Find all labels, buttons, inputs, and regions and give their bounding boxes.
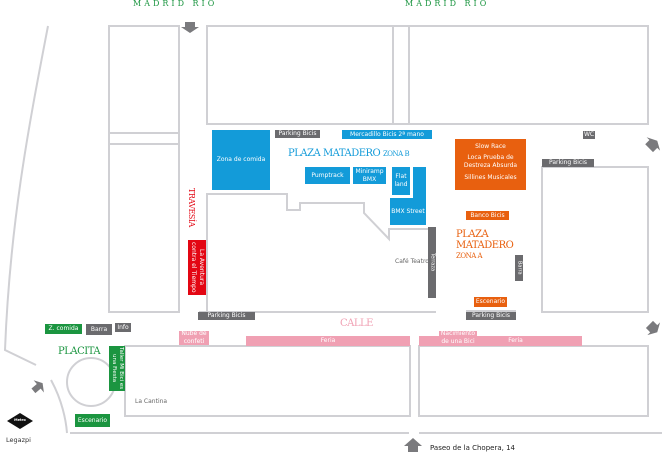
mercadillo: Mercadillo Bicis 2ª mano xyxy=(342,130,432,139)
slow-race: Slow Race xyxy=(475,143,506,150)
escenario: Escenario xyxy=(474,297,507,307)
escenario: Escenario xyxy=(75,414,110,427)
calle-title: CALLE xyxy=(340,318,373,329)
cafe-teatro: Café Teatro xyxy=(395,258,429,265)
sillines-musicales: Sillines Musicales xyxy=(464,173,517,181)
flatland: Flat land xyxy=(392,167,410,195)
la-aventura: La Aventura contra el Tiempo xyxy=(188,240,206,295)
placita-circle xyxy=(66,357,116,407)
madrid-rio-label: MADRID RÍO xyxy=(133,0,218,8)
parking-bicis: Parking Bicis xyxy=(198,312,255,320)
taller-mi-bici: Taller Mi Bici es una Fiesta xyxy=(109,346,125,391)
arrow-up-icon xyxy=(404,438,422,452)
station-name: Legazpi xyxy=(6,436,31,444)
zona-comida: Zona de comida xyxy=(212,130,270,190)
zona-b-outline xyxy=(199,193,428,313)
z-comida: Z. comida xyxy=(45,324,82,334)
arrow-down-icon xyxy=(181,22,199,33)
parking-bicis: Parking Bicis xyxy=(466,312,516,320)
placita-title: PLACITA xyxy=(58,346,101,357)
travesia-title: TRAVESÍA xyxy=(187,188,196,227)
wc: WC xyxy=(583,131,595,139)
building-bottom-right xyxy=(418,345,649,417)
nacimiento-bici: Nacimiento de una Bici xyxy=(439,330,477,345)
zona-a-activities: Slow Race Loca Prueba de Destreza Absurd… xyxy=(455,139,526,190)
bmx-street: BMX Street xyxy=(390,198,426,225)
zona-b-title: PLAZA MATADERO ZONA B xyxy=(288,148,410,159)
la-cantina: La Cantina xyxy=(135,398,168,405)
miniramp: Miniramp BMX xyxy=(353,167,386,184)
arrow-icon xyxy=(31,380,44,394)
arrow-icon xyxy=(645,137,661,153)
parking-bicis: Parking Bicis xyxy=(275,130,320,138)
building-left xyxy=(108,25,180,313)
info: Info xyxy=(115,323,131,332)
building-right xyxy=(541,166,649,313)
building-bottom-left xyxy=(124,345,411,417)
address: Paseo de la Chopera, 14 xyxy=(430,444,515,452)
madrid-rio-label: MADRID RÍO xyxy=(405,0,490,8)
arrow-icon xyxy=(645,320,661,336)
nube-confeti: Nube de confeti xyxy=(179,330,209,345)
road-left xyxy=(3,25,49,366)
building-top xyxy=(206,25,649,125)
barra: Barra xyxy=(515,255,523,281)
banco-bicis: Banco Bicis xyxy=(466,211,509,220)
metro-label: Metro xyxy=(14,418,26,422)
loca-prueba: Loca Prueba de Destreza Absurda xyxy=(463,154,518,169)
feria: Feria xyxy=(419,336,582,346)
feria: Feria xyxy=(246,336,410,346)
pumptrack: Pumptrack xyxy=(305,167,350,184)
barra: Barra xyxy=(86,324,112,335)
parking-bicis: Parking Bicis xyxy=(542,159,594,167)
terraza: Terraza xyxy=(428,227,436,298)
metro-logo-icon xyxy=(7,413,33,429)
